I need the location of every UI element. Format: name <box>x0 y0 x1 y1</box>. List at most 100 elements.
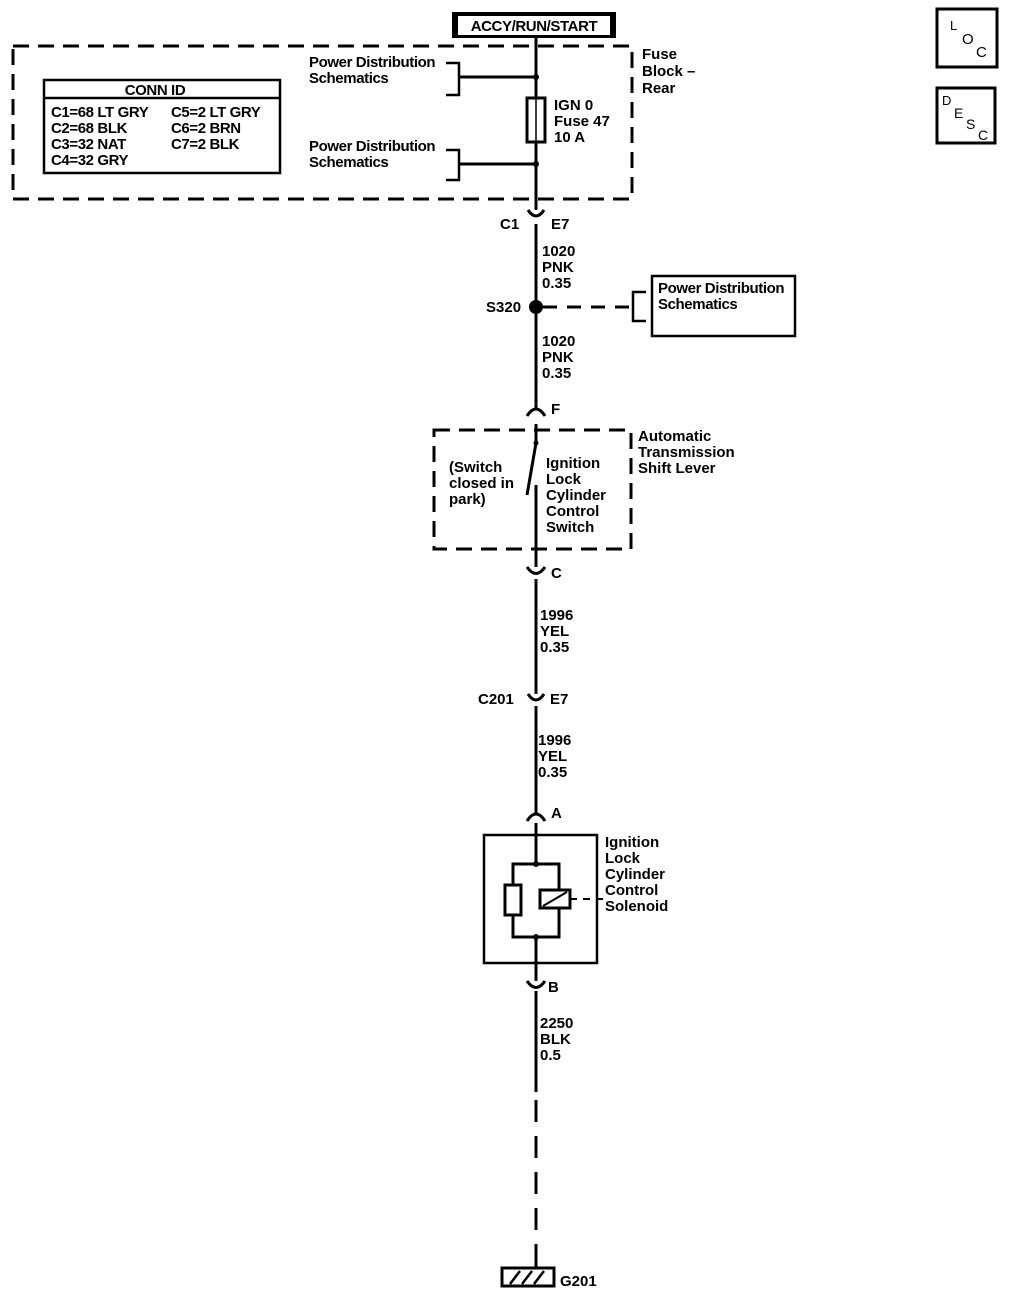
connector-pin-a-label: A <box>551 805 562 822</box>
switch-label-line2: Lock <box>546 471 582 488</box>
loc-button[interactable]: L O C <box>935 7 999 69</box>
wire-circuit-number: 1020 <box>542 333 575 350</box>
power-distribution-ref-middle[interactable]: Power Distribution Schematics <box>309 138 539 182</box>
switch-label: Ignition Lock Cylinder Control Switch <box>546 455 606 536</box>
wire-label-2: 1020 PNK 0.35 <box>542 333 575 382</box>
connector-pin-c: C <box>525 565 562 582</box>
switch-note-line1: (Switch <box>449 459 502 476</box>
connector-c201: C201 E7 <box>478 691 568 708</box>
fuse-block-label-line3: Rear <box>642 80 676 97</box>
power-distribution-ref-line1: Power Distribution <box>658 280 784 297</box>
conn-id-entry: C4=32 GRY <box>51 152 129 169</box>
wire-gauge: 0.35 <box>542 275 571 292</box>
fuse-block-label-line1: Fuse <box>642 46 677 63</box>
shift-lever-label: Automatic Transmission Shift Lever <box>638 428 735 477</box>
shift-lever-outline <box>432 428 633 551</box>
fuse-label-line3: 10 A <box>554 129 585 146</box>
switch-note: (Switch closed in park) <box>449 459 514 508</box>
switch-label-line3: Cylinder <box>546 487 606 504</box>
ground-label: G201 <box>560 1273 597 1290</box>
wire-color: BLK <box>540 1031 571 1048</box>
power-distribution-ref-line1: Power Distribution <box>309 138 435 155</box>
connector-c1-label: C1 <box>500 216 519 233</box>
fuse-label-line1: IGN 0 <box>554 97 593 114</box>
desc-button[interactable]: D E S C <box>935 86 997 145</box>
fuse-label-line2: Fuse 47 <box>554 113 610 130</box>
switch-note-line2: closed in <box>449 475 514 492</box>
connector-pin-f: F <box>525 401 560 418</box>
switch-note-line3: park) <box>449 491 486 508</box>
wire-circuit-number: 2250 <box>540 1015 573 1032</box>
wire-color: PNK <box>542 259 574 276</box>
loc-letter: L <box>950 18 957 33</box>
conn-id-entry: C1=68 LT GRY <box>51 104 149 121</box>
switch-label-line5: Switch <box>546 519 594 536</box>
desc-letter: D <box>942 93 951 108</box>
solenoid-label: Ignition Lock Cylinder Control Solenoid <box>605 834 668 915</box>
fuse-47: IGN 0 Fuse 47 10 A <box>525 96 610 146</box>
conn-id-entry: C3=32 NAT <box>51 136 126 153</box>
power-distribution-ref-line2: Schematics <box>309 154 388 171</box>
power-source-box: ACCY/RUN/START <box>452 12 616 38</box>
fuse-block-label-line2: Block – <box>642 63 695 80</box>
desc-letter: C <box>978 127 988 143</box>
shift-lever-label-line3: Shift Lever <box>638 460 716 477</box>
wire-color: YEL <box>538 748 567 765</box>
conn-id-entry: C6=2 BRN <box>171 120 241 137</box>
power-distribution-ref-line1: Power Distribution <box>309 54 435 71</box>
wire-gauge: 0.5 <box>540 1047 561 1064</box>
connector-c1: C1 E7 <box>500 209 569 233</box>
connector-pin-b-label: B <box>548 979 559 996</box>
wire-circuit-number: 1996 <box>538 732 571 749</box>
connector-c201-pin: E7 <box>550 691 568 708</box>
conn-id-title: CONN ID <box>125 82 186 99</box>
solenoid-label-line1: Ignition <box>605 834 659 851</box>
connector-c201-label: C201 <box>478 691 514 708</box>
solenoid-label-line5: Solenoid <box>605 898 668 915</box>
splice-s320: S320 <box>486 290 646 323</box>
conn-id-entry: C7=2 BLK <box>171 136 240 153</box>
conn-id-entry: C5=2 LT GRY <box>171 104 261 121</box>
wire-circuit-number: 1020 <box>542 243 575 260</box>
switch-label-line4: Control <box>546 503 599 520</box>
power-distribution-ref-line2: Schematics <box>309 70 388 87</box>
wire-gauge: 0.35 <box>542 365 571 382</box>
conn-id-table: CONN ID C1=68 LT GRY C2=68 BLK C3=32 NAT… <box>42 78 282 175</box>
wire-color: YEL <box>540 623 569 640</box>
desc-letter: S <box>966 116 975 132</box>
shift-lever-label-line1: Automatic <box>638 428 711 445</box>
wire-label-1: 1020 PNK 0.35 <box>542 243 575 292</box>
connector-pin-f-label: F <box>551 401 560 418</box>
fuse-block-outline <box>11 44 634 201</box>
power-distribution-ref-upper[interactable]: Power Distribution Schematics <box>309 54 539 97</box>
solenoid-label-line3: Cylinder <box>605 866 665 883</box>
connector-pin-c-label: C <box>551 565 562 582</box>
loc-letter: C <box>976 44 987 61</box>
wire-label-4: 1996 YEL 0.35 <box>538 732 571 781</box>
power-distribution-ref-box[interactable]: Power Distribution Schematics <box>650 274 797 338</box>
ignition-lock-switch <box>525 433 539 497</box>
ignition-lock-solenoid <box>482 823 605 965</box>
fuse-block-label: Fuse Block – Rear <box>642 46 695 97</box>
conn-id-entry: C2=68 BLK <box>51 120 128 137</box>
desc-letter: E <box>954 105 963 121</box>
switch-label-line1: Ignition <box>546 455 600 472</box>
wire-label-3: 1996 YEL 0.35 <box>540 607 573 656</box>
power-source-label: ACCY/RUN/START <box>471 18 598 35</box>
loc-letter: O <box>962 31 974 48</box>
wire-gauge: 0.35 <box>538 764 567 781</box>
wire-color: PNK <box>542 349 574 366</box>
splice-label: S320 <box>486 299 521 316</box>
solenoid-label-line4: Control <box>605 882 658 899</box>
connector-c1-pin: E7 <box>551 216 569 233</box>
shift-lever-label-line2: Transmission <box>638 444 735 461</box>
ground-symbol: G201 <box>500 1266 597 1290</box>
connector-pin-b: B <box>525 979 559 996</box>
solenoid-label-line2: Lock <box>605 850 641 867</box>
wire-circuit-number: 1996 <box>540 607 573 624</box>
power-distribution-ref-line2: Schematics <box>658 296 737 313</box>
wire-gauge: 0.35 <box>540 639 569 656</box>
connector-pin-a: A <box>525 805 562 822</box>
wire-label-5: 2250 BLK 0.5 <box>540 1015 573 1064</box>
